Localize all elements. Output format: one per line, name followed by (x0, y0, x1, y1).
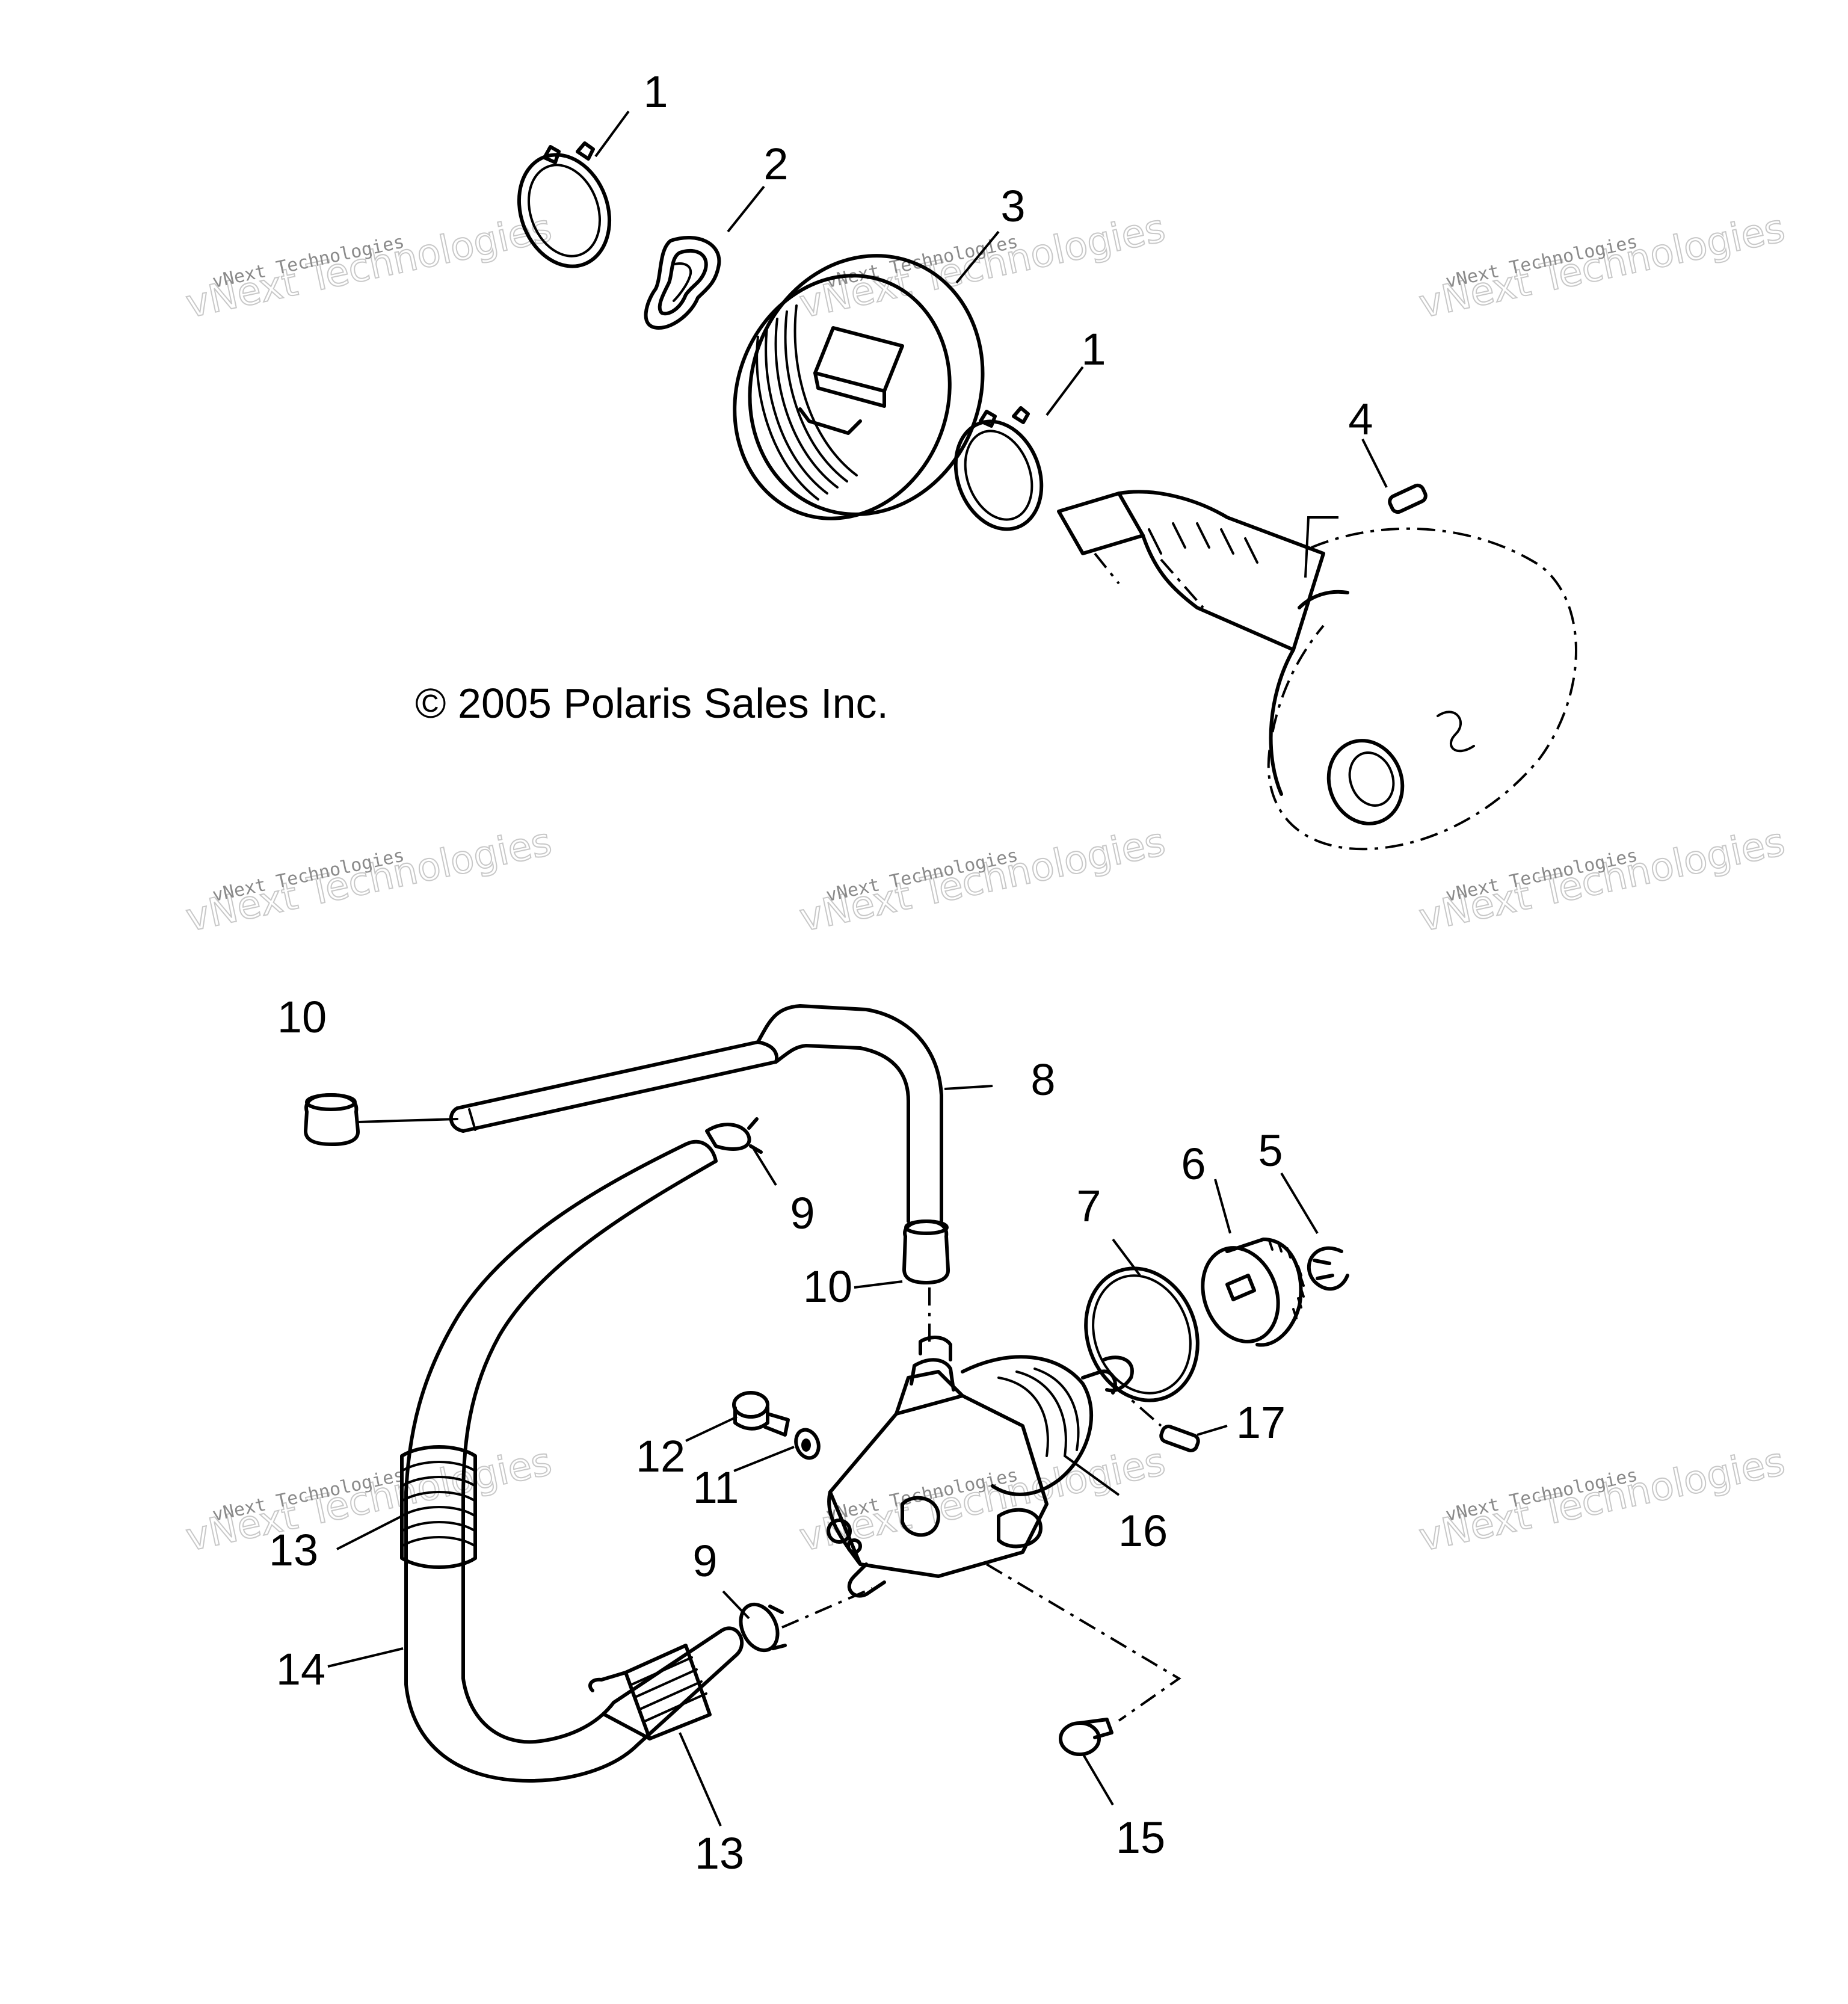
screw (985, 1563, 1181, 1756)
hose-clamp-lower (739, 1602, 787, 1653)
watermark-mid-right: vNext Technologies vNext Technologies (1415, 819, 1789, 942)
callout-2: 2 (763, 139, 788, 189)
callout-9-lower: 9 (692, 1536, 717, 1586)
oil-pump (827, 1287, 1162, 1598)
fitting-lower (902, 1219, 950, 1284)
dash-line-clamp (781, 1587, 873, 1629)
callout-15: 15 (1116, 1813, 1165, 1863)
callout-10-upper: 10 (277, 992, 327, 1042)
callout-9-upper: 9 (790, 1188, 815, 1238)
callout-4: 4 (1348, 394, 1373, 444)
watermark-mid-left: vNext Technologies vNext Technologies (182, 819, 556, 942)
snap-ring-upper (517, 141, 612, 268)
callout-5: 5 (1258, 1126, 1283, 1176)
snap-ring-lower (953, 406, 1044, 531)
pulley (733, 254, 985, 520)
copyright-text: © 2005 Polaris Sales Inc. (415, 680, 889, 727)
e-clip (1307, 1246, 1349, 1291)
oil-line (357, 1004, 943, 1223)
callout-13-upper: 13 (269, 1525, 318, 1575)
callout-10-lower: 10 (803, 1262, 852, 1312)
callout-13-lower: 13 (695, 1828, 744, 1878)
fitting-upper-left (304, 1093, 360, 1146)
callout-labels: 1 2 3 1 4 10 8 9 10 7 6 5 17 12 11 16 13… (269, 67, 1373, 1878)
leader-lines (327, 110, 1388, 1827)
spring-clamp-lower (588, 1626, 744, 1747)
watermark-top-center: vNext Technologies vNext Technologies (795, 206, 1169, 328)
callout-1-upper: 1 (643, 67, 668, 117)
callout-1-lower: 1 (1081, 324, 1106, 374)
callout-8: 8 (1030, 1055, 1055, 1105)
crankshaft (1057, 490, 1577, 851)
o-ring (1084, 1266, 1200, 1402)
callout-16: 16 (1118, 1506, 1168, 1556)
callout-12: 12 (636, 1431, 685, 1481)
callout-6: 6 (1181, 1139, 1206, 1189)
slotted-washer (644, 236, 721, 330)
watermark-mid-center: vNext Technologies vNext Technologies (795, 819, 1169, 942)
callout-7: 7 (1076, 1181, 1101, 1231)
drive-gear (1201, 1238, 1305, 1347)
pump-pin (1159, 1424, 1200, 1453)
watermark-bottom-left: vNext Technologies vNext Technologies (182, 1439, 556, 1561)
callout-14: 14 (276, 1644, 325, 1694)
washer (794, 1428, 821, 1460)
pin (1388, 483, 1428, 514)
bolt (732, 1391, 790, 1437)
callout-11: 11 (693, 1463, 739, 1512)
watermark-top-left: vNext Technologies vNext Technologies (182, 206, 556, 328)
spring-clamp-upper (400, 1445, 477, 1569)
callout-3: 3 (1000, 181, 1025, 231)
watermark-top-right: vNext Technologies vNext Technologies (1415, 206, 1789, 328)
callout-17: 17 (1236, 1398, 1286, 1448)
watermark-bottom-right: vNext Technologies vNext Technologies (1415, 1439, 1789, 1561)
